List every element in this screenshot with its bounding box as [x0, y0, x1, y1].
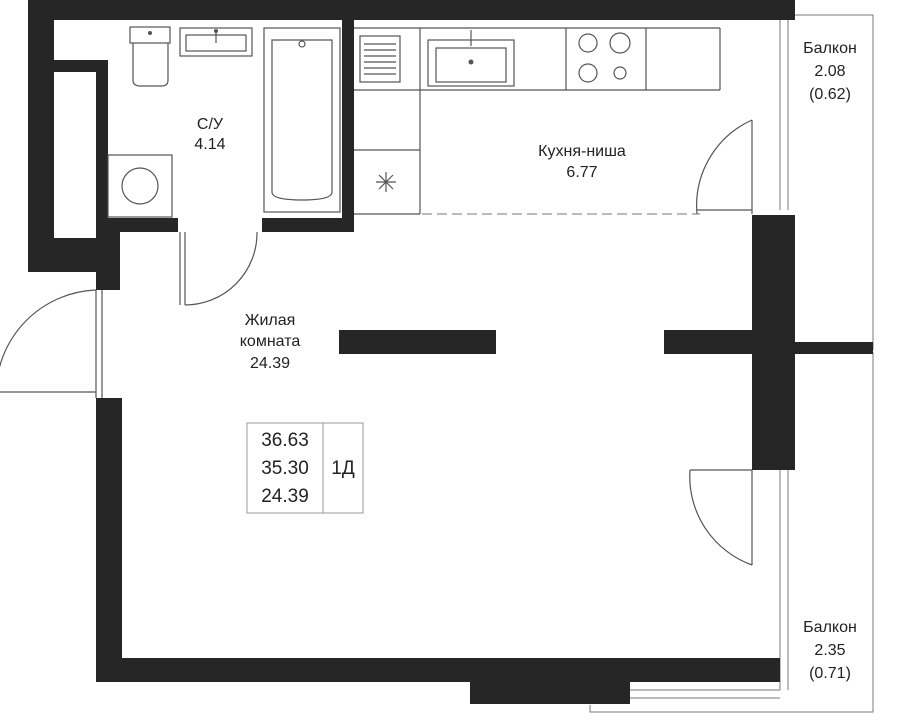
living-room-area: 24.39	[250, 355, 290, 372]
living-room-name-line1: Жилая	[245, 312, 296, 329]
entrance-door-icon	[0, 289, 103, 398]
balcony-outlines	[589, 14, 874, 713]
walls	[28, 0, 873, 704]
bathroom-door-icon	[179, 231, 258, 306]
toilet-icon	[129, 26, 171, 87]
kitchen-area: 6.77	[566, 164, 597, 181]
area-without-balcony: 35.30	[261, 458, 309, 479]
fridge-icon	[359, 35, 401, 83]
bathtub-icon	[263, 27, 341, 213]
stove-icon	[565, 28, 647, 90]
balcony-bottom-door-icon	[689, 469, 753, 566]
total-area: 36.63	[261, 430, 309, 451]
kitchen-name: Кухня-ниша	[538, 143, 626, 160]
kitchen-fixtures	[354, 27, 721, 215]
bathroom-fixtures	[107, 26, 341, 218]
summary-living-area: 24.39	[261, 486, 309, 507]
balcony-bottom-area: 2.35	[814, 642, 845, 659]
balcony-bottom-name: Балкон	[803, 619, 857, 636]
doors	[0, 119, 753, 566]
balcony-top-name: Балкон	[803, 40, 857, 57]
washing-machine-icon	[107, 154, 173, 218]
ventilation-icon	[376, 172, 396, 192]
bathroom-sink-icon	[179, 27, 253, 57]
bathroom-area: 4.14	[194, 136, 225, 153]
living-room-name-line2: комната	[240, 333, 301, 350]
kitchen-sink-icon	[427, 30, 515, 87]
balcony-top-area: 2.08	[814, 63, 845, 80]
bathroom-name: С/У	[197, 116, 224, 133]
apartment-type: 1Д	[331, 458, 355, 479]
area-summary-box: 36.63 35.30 24.39 1Д	[246, 422, 364, 514]
balcony-top-area-reduced: (0.62)	[809, 86, 851, 103]
balcony-top-door-icon	[696, 119, 753, 215]
room-labels: С/У 4.14 Кухня-ниша 6.77 Жилая комната 2…	[194, 40, 856, 682]
balcony-bottom-area-reduced: (0.71)	[809, 665, 851, 682]
